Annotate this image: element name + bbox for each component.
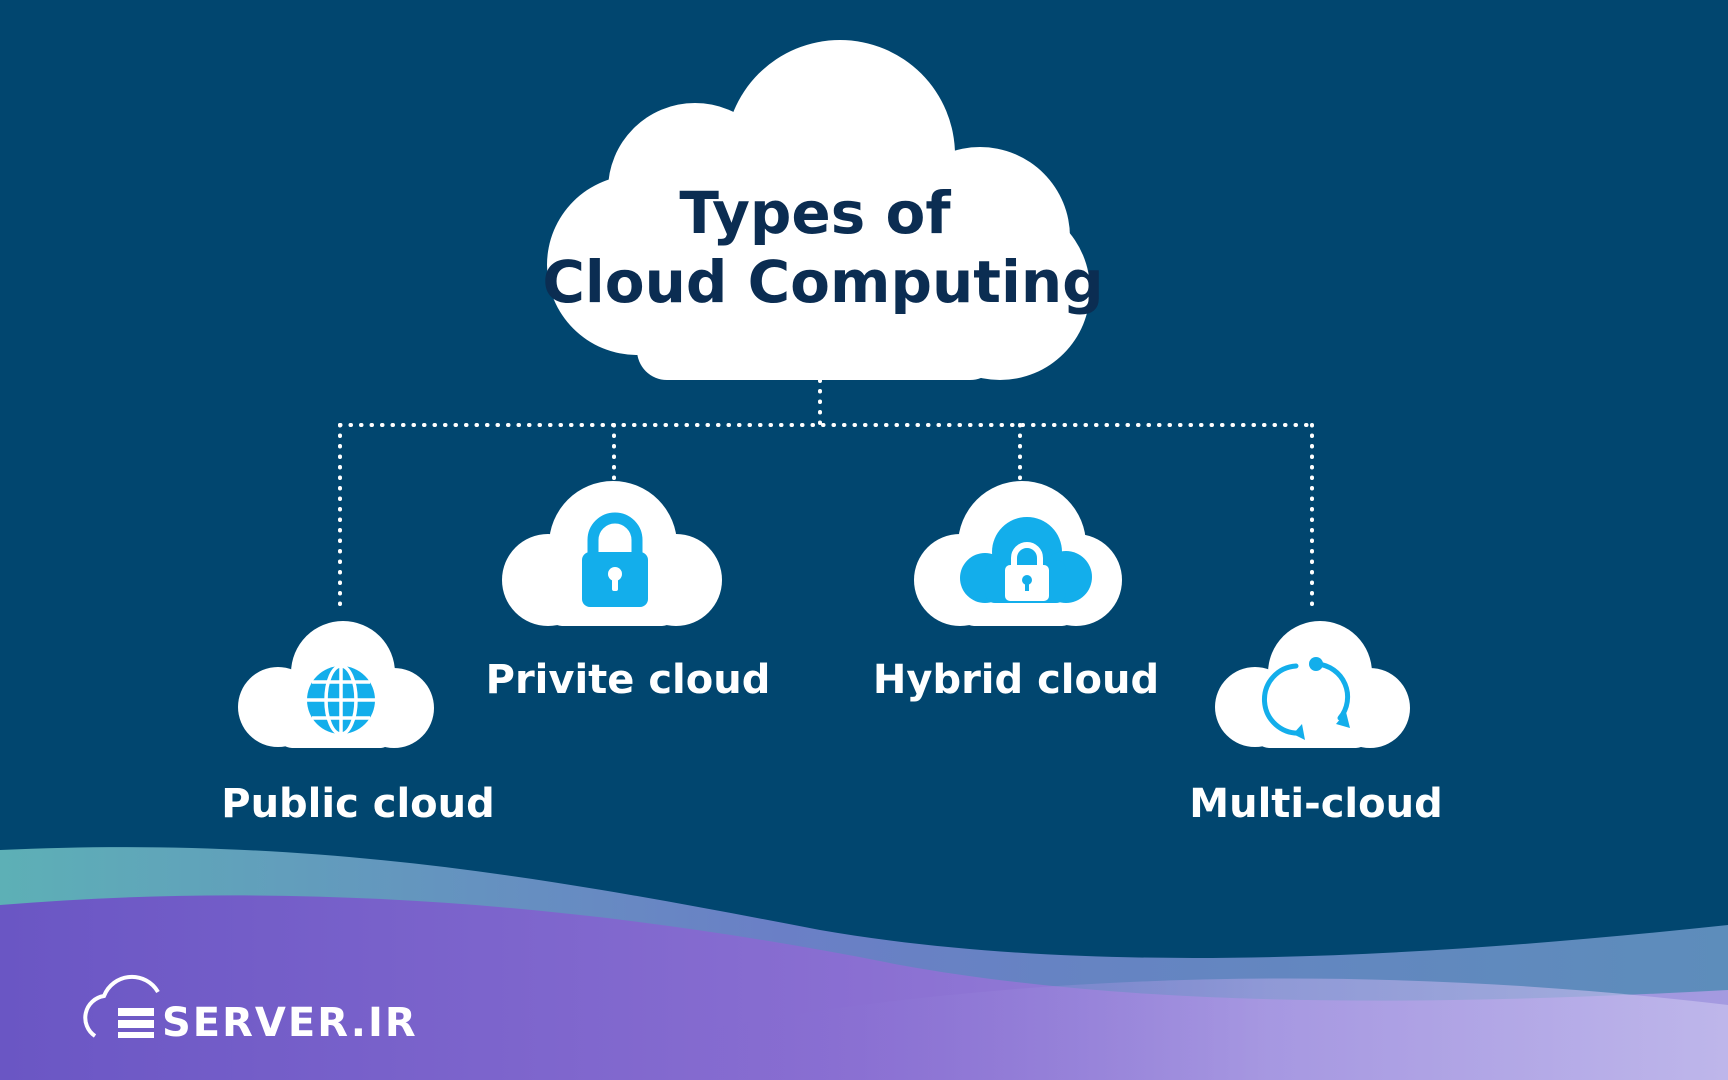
multi-cloud-label: Multi-cloud (1189, 781, 1442, 827)
private-cloud-label: Privite cloud (486, 657, 771, 703)
padlock-icon (582, 512, 648, 607)
logo-cloud-icon (83, 974, 160, 1038)
globe-icon (307, 664, 375, 736)
diagram-title-line-1: Types of (679, 179, 951, 247)
public-cloud-label: Public cloud (221, 781, 495, 827)
logo-text: SERVER.IR (162, 1000, 418, 1046)
server-ir-logo: SERVER.IR (83, 974, 418, 1046)
connector-lines (338, 368, 1314, 609)
main-title-cloud: Types of Cloud Computing (542, 40, 1104, 380)
node-multi-cloud: Multi-cloud (1189, 621, 1443, 827)
node-private-cloud: Privite cloud (486, 481, 771, 703)
bottom-wave-decoration (0, 847, 1728, 1080)
multi-cloud-shape (1215, 621, 1410, 748)
sync-arrows-icon (1262, 657, 1351, 740)
diagram-title-line-2: Cloud Computing (542, 248, 1103, 316)
hybrid-cloud-label: Hybrid cloud (873, 657, 1159, 703)
node-public-cloud: Public cloud (221, 621, 495, 827)
node-hybrid-cloud: Hybrid cloud (873, 481, 1159, 703)
cloud-lock-icon (960, 517, 1092, 603)
